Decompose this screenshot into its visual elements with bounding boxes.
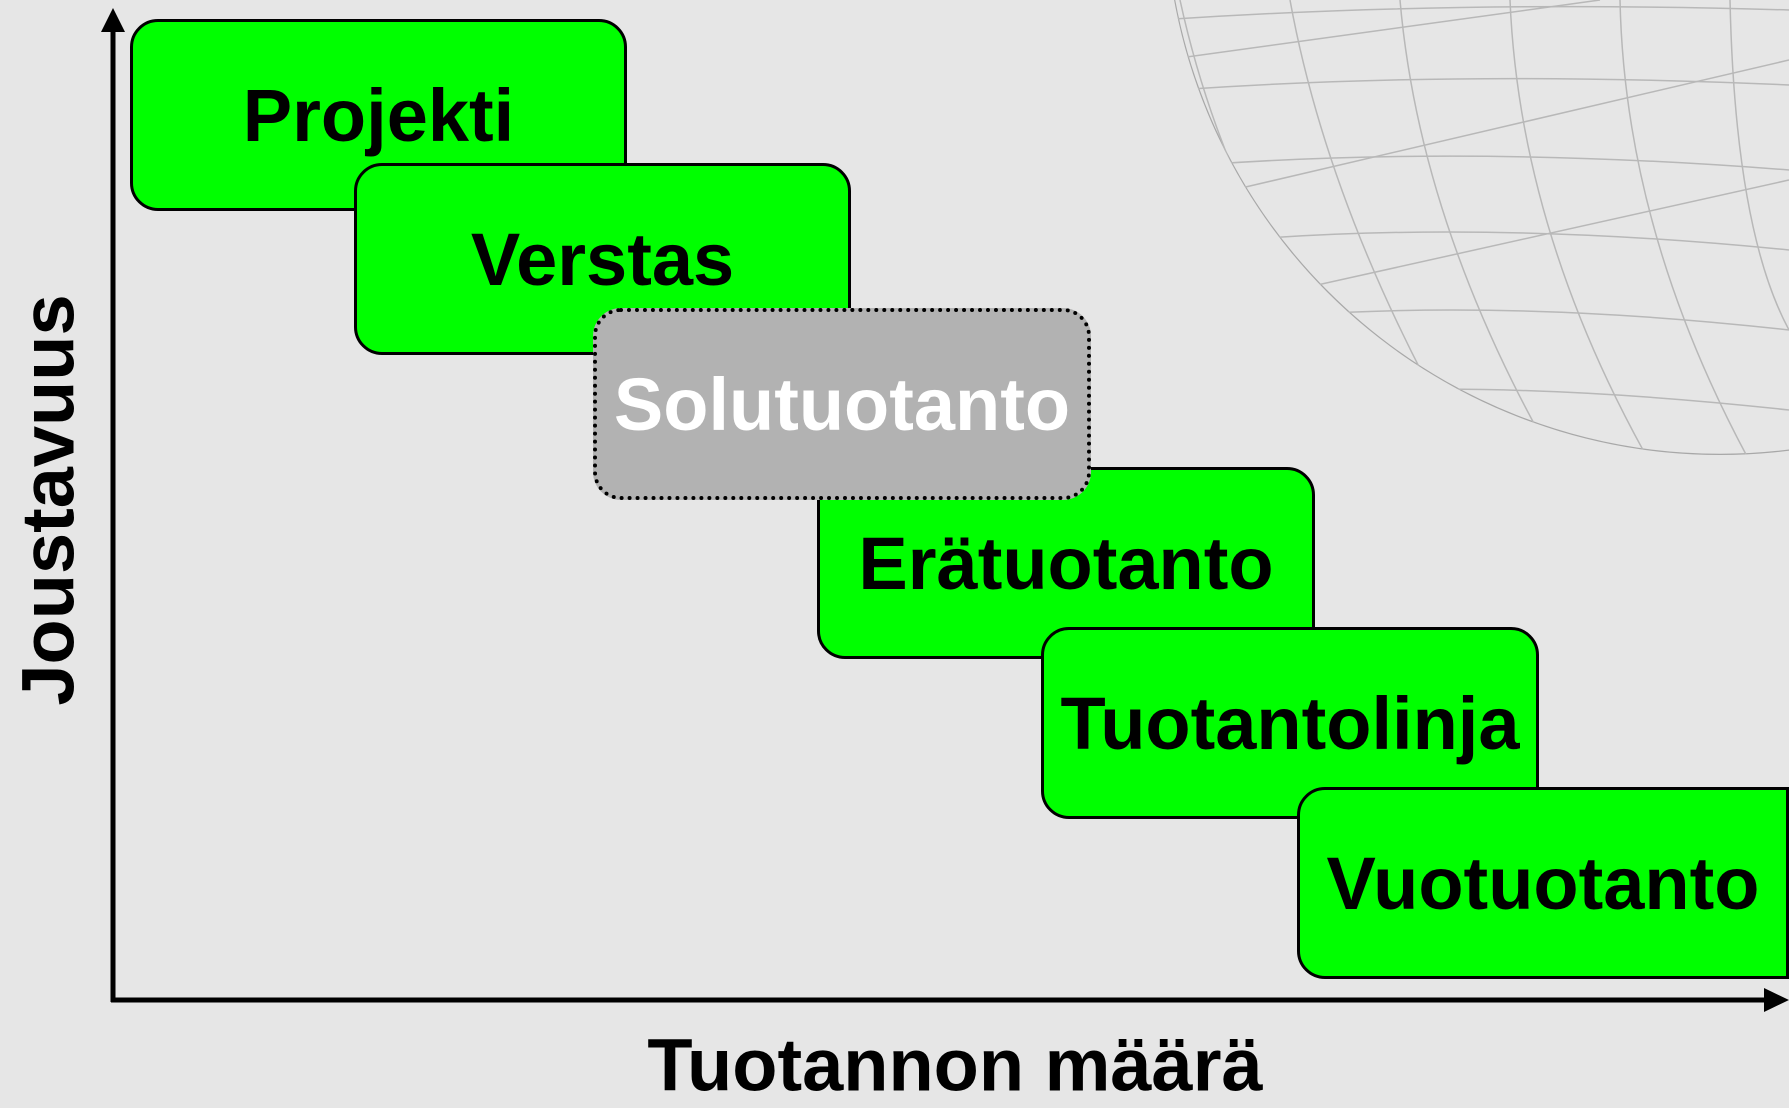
stage-box-tuotantolinja: Tuotantolinja [1041,627,1539,819]
y-axis-arrow-icon [101,8,125,32]
x-axis-arrow-icon [1764,988,1789,1012]
x-axis-label: Tuotannon määrä [647,1023,1263,1107]
stage-box-vuotuotanto: Vuotuotanto [1297,787,1789,979]
y-axis-label: Joustavuus [6,294,90,706]
stage-box-solutuotanto: Solutuotanto [593,308,1091,500]
